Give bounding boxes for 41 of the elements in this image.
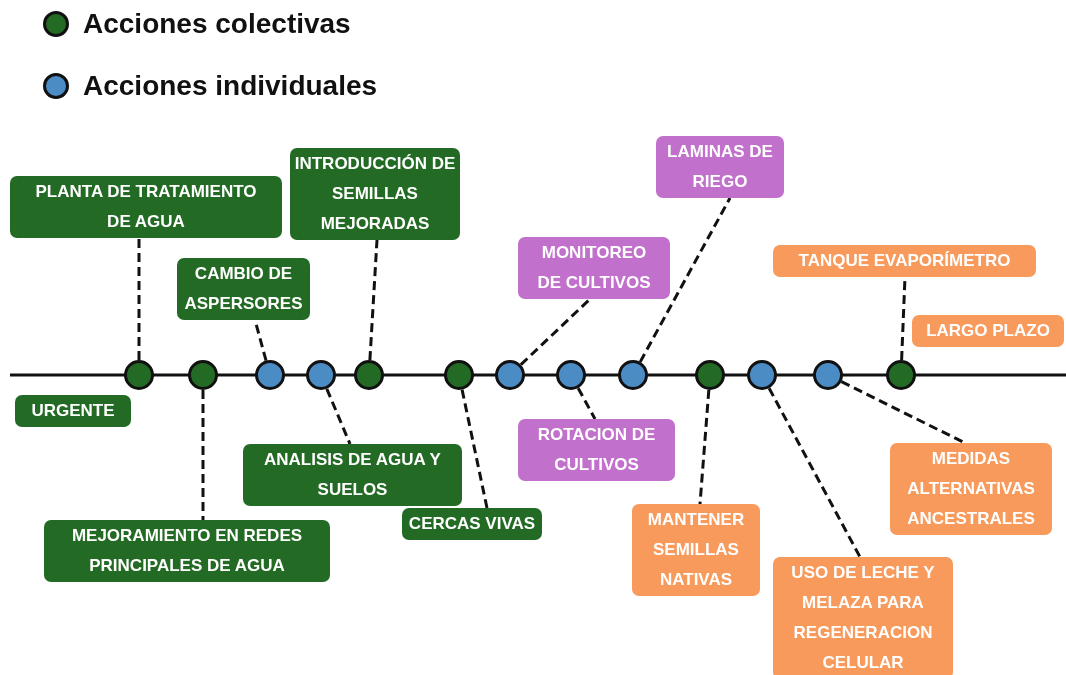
timeline-dot (188, 360, 218, 390)
label-box: MONITOREO DE CULTIVOS (518, 237, 670, 299)
timeline-dot (695, 360, 725, 390)
timeline-dot (354, 360, 384, 390)
label-box: USO DE LECHE Y MELAZA PARA REGENERACION CELULAR (773, 557, 953, 675)
connector-line (576, 387, 597, 420)
timeline-dot (886, 360, 916, 390)
label-box: LAMINAS DE RIEGO (656, 136, 784, 198)
connector-line (460, 389, 489, 509)
legend-text: Acciones colectivas (83, 8, 351, 40)
connector-line (519, 297, 592, 366)
label-box: ANALISIS DE AGUA Y SUELOS (243, 444, 462, 506)
timeline-dot (747, 360, 777, 390)
timeline-dot (124, 360, 154, 390)
timeline-dot (444, 360, 474, 390)
label-box: TANQUE EVAPORÍMETRO (773, 245, 1036, 277)
label-box: URGENTE (15, 395, 131, 427)
label-box: MEDIDAS ALTERNATIVAS ANCESTRALES (890, 443, 1052, 535)
label-box: INTRODUCCIÓN DE SEMILLAS MEJORADAS (290, 148, 460, 240)
connector-line (137, 238, 141, 360)
timeline-dot (813, 360, 843, 390)
label-box: LARGO PLAZO (912, 315, 1064, 347)
timeline-dot (618, 360, 648, 390)
label-box: ROTACION DE CULTIVOS (518, 419, 675, 481)
label-box: CERCAS VIVAS (402, 508, 542, 540)
timeline-dot (556, 360, 586, 390)
timeline-dot (255, 360, 285, 390)
connector-line (840, 380, 966, 445)
timeline-dot (495, 360, 525, 390)
connector-line (638, 197, 732, 363)
label-box: MANTENER SEMILLAS NATIVAS (632, 504, 760, 596)
connector-line (368, 239, 379, 361)
label-box: CAMBIO DE ASPERSORES (177, 258, 310, 320)
legend-text: Acciones individuales (83, 70, 378, 102)
connector-line (325, 388, 352, 445)
timeline-dot (306, 360, 336, 390)
connector-line (698, 389, 711, 505)
connector-line (201, 390, 205, 520)
label-box: PLANTA DE TRATAMIENTO DE AGUA (10, 176, 282, 238)
connector-line (767, 387, 862, 558)
label-box: MEJORAMIENTO EN REDES PRINCIPALES DE AGUA (44, 520, 330, 582)
